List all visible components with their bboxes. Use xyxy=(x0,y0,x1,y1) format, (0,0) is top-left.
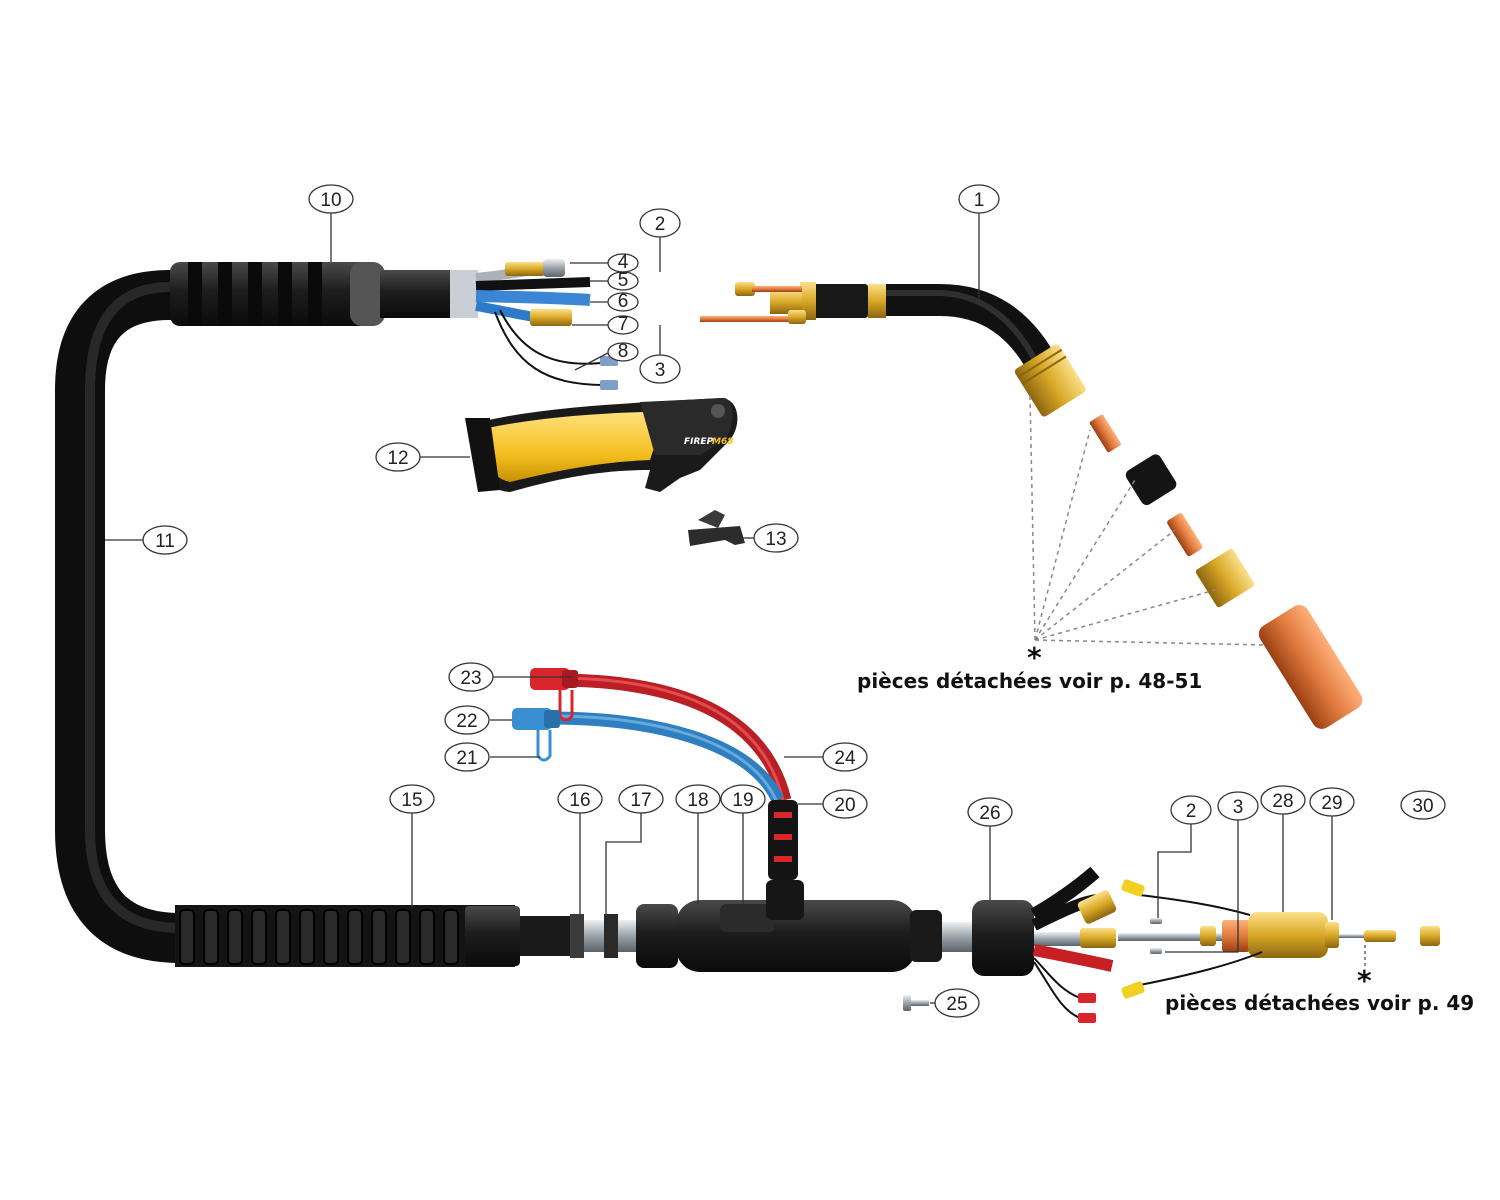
handle-brand-prefix: FIREP xyxy=(684,437,714,447)
callout-6: 6 xyxy=(607,291,639,312)
callout-23: 23 xyxy=(448,662,494,692)
callout-12: 12 xyxy=(375,442,421,472)
callout-8: 8 xyxy=(607,341,639,362)
callout-5: 5 xyxy=(607,270,639,291)
svg-text:3: 3 xyxy=(1233,797,1244,818)
svg-text:24: 24 xyxy=(834,748,856,769)
callout-3-connector: 3 xyxy=(1217,791,1259,821)
svg-text:15: 15 xyxy=(401,790,422,811)
screw xyxy=(903,995,929,1011)
swan-neck xyxy=(700,282,1086,417)
svg-text:2: 2 xyxy=(1186,801,1197,822)
svg-text:1: 1 xyxy=(974,190,985,211)
callout-19: 19 xyxy=(720,784,766,814)
callout-7: 7 xyxy=(607,314,639,335)
torch-parts-star: * xyxy=(1027,641,1042,674)
callout-29: 29 xyxy=(1309,787,1355,817)
trigger xyxy=(688,510,745,546)
callout-21: 21 xyxy=(444,742,490,772)
svg-text:18: 18 xyxy=(687,790,708,811)
svg-text:17: 17 xyxy=(630,790,651,811)
callout-2: 2 xyxy=(639,208,681,238)
svg-text:7: 7 xyxy=(618,314,629,335)
svg-text:11: 11 xyxy=(155,531,175,552)
callout-15: 15 xyxy=(389,784,435,814)
svg-text:22: 22 xyxy=(456,711,477,732)
svg-text:21: 21 xyxy=(456,748,477,769)
central-body xyxy=(636,880,942,972)
callout-2-connector: 2 xyxy=(1170,795,1212,825)
callout-30: 30 xyxy=(1400,790,1446,820)
connector-parts-note: pièces détachées voir p. 49 xyxy=(1165,991,1474,1015)
callouts: 1 2 3 4 5 6 7 8 10 11 12 13 15 16 17 18 … xyxy=(142,184,1446,1018)
torch-parts-note: pièces détachées voir p. 48-51 xyxy=(857,669,1202,693)
torch-consumables xyxy=(1089,414,1363,729)
svg-text:12: 12 xyxy=(387,448,408,469)
svg-text:5: 5 xyxy=(618,270,629,291)
svg-text:30: 30 xyxy=(1412,796,1433,817)
svg-text:13: 13 xyxy=(765,529,786,550)
svg-text:28: 28 xyxy=(1272,791,1293,812)
coolant-hoses xyxy=(512,668,798,880)
callout-24: 24 xyxy=(822,742,868,772)
svg-text:23: 23 xyxy=(460,668,481,689)
callout-11: 11 xyxy=(142,525,188,555)
svg-text:6: 6 xyxy=(618,291,629,312)
notes: * pièces détachées voir p. 48-51 * pièce… xyxy=(857,641,1474,1015)
svg-text:3: 3 xyxy=(655,360,666,381)
callout-17: 17 xyxy=(618,784,664,814)
euro-connector xyxy=(1118,879,1440,999)
handle-brand-model: M68 xyxy=(712,437,733,447)
callout-10: 10 xyxy=(308,184,354,214)
svg-text:4: 4 xyxy=(618,252,629,273)
svg-text:25: 25 xyxy=(946,994,967,1015)
callout-25: 25 xyxy=(934,988,980,1018)
svg-text:29: 29 xyxy=(1321,793,1342,814)
callout-leader-lines xyxy=(105,213,1333,1004)
callout-3: 3 xyxy=(639,354,681,384)
callout-26: 26 xyxy=(967,797,1013,827)
upper-strain-relief xyxy=(170,262,478,326)
callout-18: 18 xyxy=(675,784,721,814)
handle: FIREP M68 xyxy=(465,398,738,492)
svg-text:10: 10 xyxy=(320,190,341,211)
connector-parts-star: * xyxy=(1357,964,1372,997)
lower-cable xyxy=(175,905,636,967)
consumable-leader-lines xyxy=(1029,394,1266,646)
connector-end xyxy=(942,866,1117,1023)
callout-1: 1 xyxy=(958,184,1000,214)
svg-text:26: 26 xyxy=(979,803,1000,824)
svg-text:16: 16 xyxy=(569,790,590,811)
svg-text:2: 2 xyxy=(655,214,666,235)
svg-text:20: 20 xyxy=(834,795,855,816)
callout-13: 13 xyxy=(753,523,799,553)
svg-text:8: 8 xyxy=(618,341,629,362)
main-cable xyxy=(55,270,181,963)
svg-text:19: 19 xyxy=(732,790,753,811)
callout-16: 16 xyxy=(557,784,603,814)
callout-28: 28 xyxy=(1260,785,1306,815)
callout-22: 22 xyxy=(444,705,490,735)
callout-20: 20 xyxy=(822,789,868,819)
